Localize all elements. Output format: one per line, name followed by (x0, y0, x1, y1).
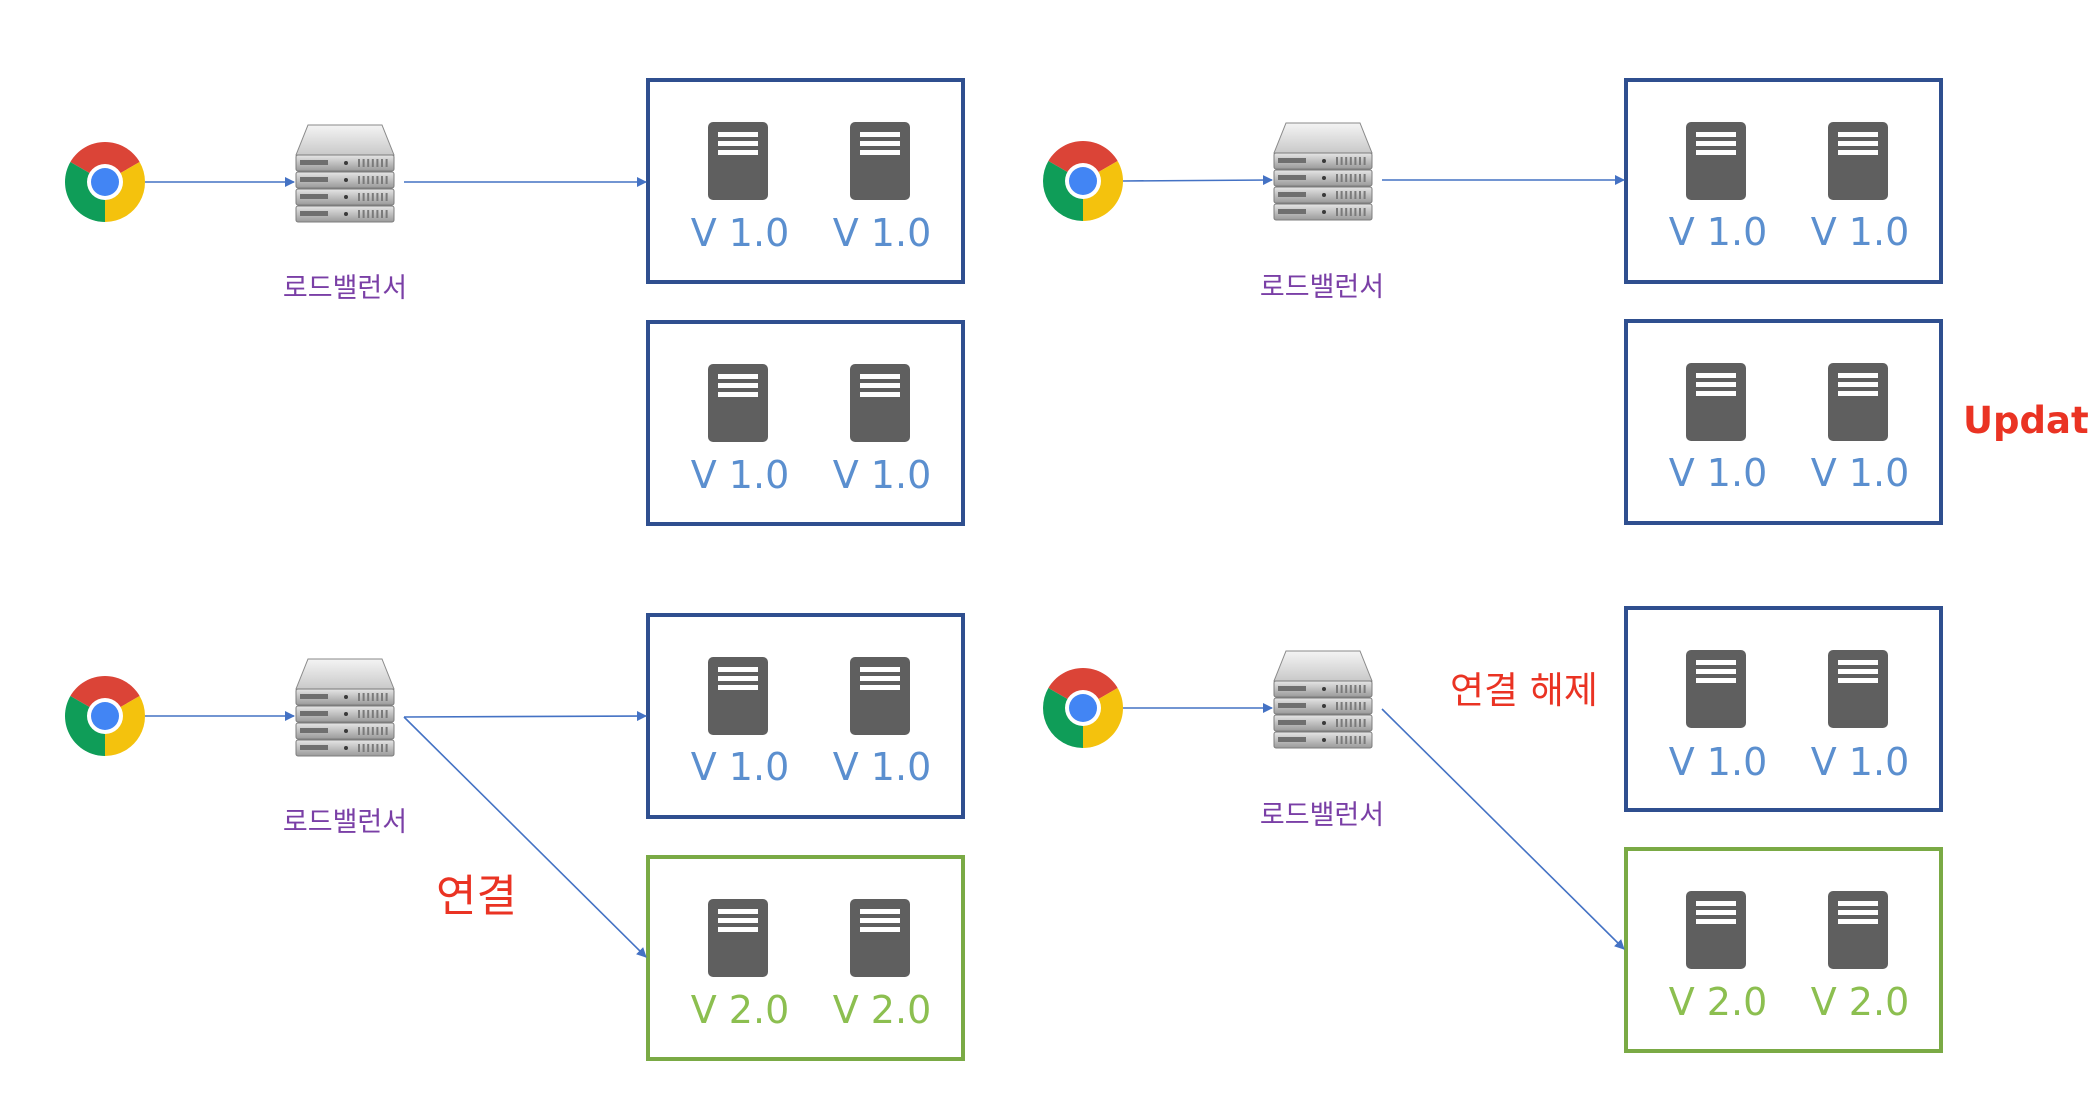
server-rack-icon (1273, 650, 1373, 749)
version-label: V 1.0 (832, 453, 932, 497)
server-icon (850, 899, 910, 977)
server-icon (708, 899, 768, 977)
v1-server-group-box (646, 320, 965, 526)
server-icon (850, 657, 910, 735)
version-label: V 1.0 (832, 745, 932, 789)
connect-annotation: 연결 (436, 871, 517, 922)
load-balancer-label: 로드밸런서 (1259, 800, 1385, 831)
version-label: V 1.0 (1810, 451, 1910, 495)
load-balancer-label: 로드밸런서 (282, 273, 408, 304)
version-label: V 1.0 (1810, 740, 1910, 784)
v1-server-group-box (1624, 78, 1943, 284)
v1-server-group-box (1624, 606, 1943, 812)
server-icon (708, 122, 768, 200)
connection-arrow (1122, 175, 1273, 186)
version-label: V 2.0 (1810, 980, 1910, 1024)
server-icon (1828, 122, 1888, 200)
server-icon (1828, 891, 1888, 969)
load-balancer-label: 로드밸런서 (282, 807, 408, 838)
version-label: V 1.0 (690, 211, 790, 255)
v1-server-group-box (1624, 319, 1943, 525)
version-label: V 2.0 (832, 988, 932, 1032)
server-rack-icon (295, 124, 395, 223)
chrome-browser-icon (64, 142, 146, 222)
server-icon (1828, 650, 1888, 728)
update-annotation: Update (1963, 399, 2090, 442)
version-label: V 1.0 (1810, 210, 1910, 254)
server-icon (850, 364, 910, 442)
chrome-browser-icon (1043, 141, 1123, 221)
version-label: V 1.0 (1668, 210, 1768, 254)
v2-server-group-box (1624, 847, 1943, 1053)
version-label: V 1.0 (832, 211, 932, 255)
chrome-browser-icon (1043, 668, 1123, 748)
server-icon (1686, 650, 1746, 728)
server-rack-icon (295, 658, 395, 757)
server-icon (1828, 363, 1888, 441)
server-rack-icon (1273, 122, 1373, 221)
v2-server-group-box (646, 855, 965, 1061)
server-icon (708, 364, 768, 442)
version-label: V 1.0 (690, 453, 790, 497)
version-label: V 1.0 (1668, 740, 1768, 784)
version-label: V 2.0 (690, 988, 790, 1032)
connection-arrow (403, 716, 647, 958)
server-icon (1686, 122, 1746, 200)
v1-server-group-box (646, 78, 965, 284)
connection-arrow (403, 711, 647, 722)
load-balancer-label: 로드밸런서 (1259, 272, 1385, 303)
v1-server-group-box (646, 613, 965, 819)
connection-arrow (1381, 708, 1625, 950)
version-label: V 1.0 (690, 745, 790, 789)
server-icon (850, 122, 910, 200)
server-icon (1686, 891, 1746, 969)
disconnect-annotation: 연결 해제 (1450, 669, 1598, 712)
version-label: V 1.0 (1668, 451, 1768, 495)
chrome-browser-icon (64, 676, 146, 756)
server-icon (1686, 363, 1746, 441)
server-icon (708, 657, 768, 735)
version-label: V 2.0 (1668, 980, 1768, 1024)
